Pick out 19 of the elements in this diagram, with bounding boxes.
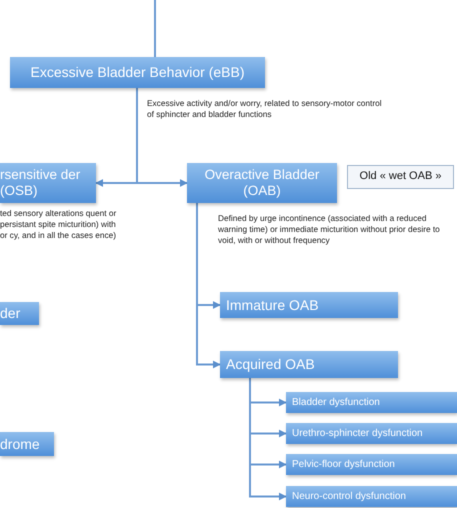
description-text: Defined by urge incontinence (associated with a reduced warning time) or immediate micturition without prior desire to void, with or without frequency (218, 213, 441, 246)
category-box: Bladder dysfunction (286, 392, 457, 413)
category-box: Immature OAB (220, 292, 398, 318)
category-box: Urethro-sphincter dysfunction (286, 423, 457, 444)
category-box: der (0, 302, 39, 325)
description-text: ted sensory alterations quent or persistant spite micturition) with or cy, and in all the cases ence) (0, 208, 118, 241)
arrow (249, 378, 287, 500)
category-box: drome (0, 432, 54, 456)
category-box: Overactive Bladder (OAB) (187, 163, 337, 203)
category-box: Acquired OAB (220, 351, 398, 378)
category-box: Pelvic-floor dysfunction (286, 454, 457, 475)
arrow (136, 88, 188, 187)
category-box: Excessive Bladder Behavior (eBB) (10, 57, 265, 88)
category-box: Neuro-control dysfunction (286, 486, 457, 507)
category-box: rsensitive der (OSB) (0, 163, 96, 203)
connector-line (154, 0, 156, 57)
arrow (196, 203, 221, 368)
note-box: Old « wet OAB » (347, 165, 454, 189)
description-text: Excessive activity and/or worry, related to sensory-motor control of sphincter and bladder functions (147, 98, 383, 120)
